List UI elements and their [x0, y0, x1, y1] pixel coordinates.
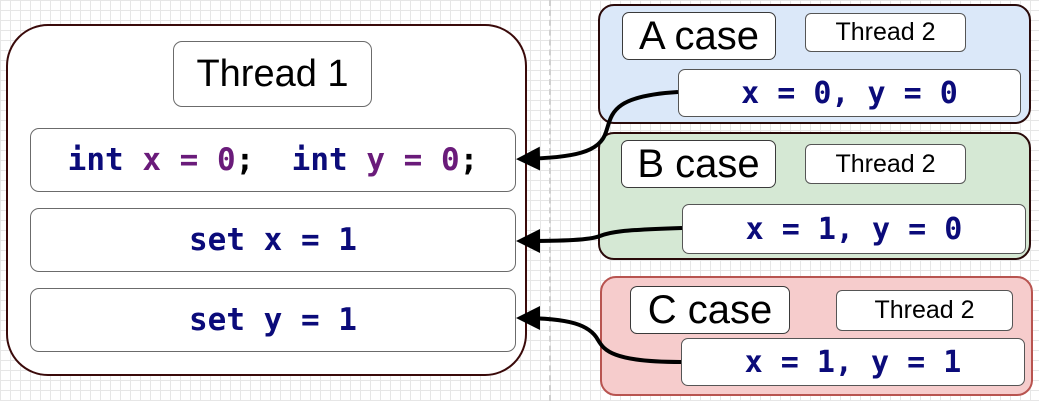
op-eq-1: =: [161, 142, 199, 178]
case-a-thread2-label: Thread 2: [805, 13, 966, 52]
case-b-title: B case: [621, 140, 776, 188]
op-eq-2: =: [384, 142, 423, 178]
thread1-row-set-y: set y = 1: [30, 288, 516, 352]
case-c-result: x = 1, y = 1: [681, 338, 1025, 386]
var-x: x: [123, 142, 161, 178]
dashed-guide-line: [549, 0, 551, 401]
case-a-title: A case: [622, 12, 776, 60]
case-b-thread2-label: Thread 2: [805, 144, 966, 184]
case-b-result: x = 1, y = 0: [682, 204, 1026, 254]
case-a-result: x = 0, y = 0: [678, 69, 1021, 117]
thread1-title: Thread 1: [173, 41, 372, 107]
thread1-row-set-x: set x = 1: [30, 208, 516, 272]
literal-0-2: 0: [422, 142, 460, 178]
semicolon-1: ;: [235, 142, 255, 178]
semicolon-2: ;: [459, 142, 479, 178]
keyword-int-1: int: [67, 142, 124, 178]
keyword-int-2: int: [291, 142, 348, 178]
case-c-title: C case: [630, 286, 790, 334]
case-c-thread2-label: Thread 2: [836, 290, 1013, 331]
literal-0-1: 0: [198, 142, 236, 178]
thread1-row-declarations: int x = 0; int y = 0;: [30, 128, 516, 192]
var-y: y: [347, 142, 385, 178]
spacer: [254, 142, 291, 178]
